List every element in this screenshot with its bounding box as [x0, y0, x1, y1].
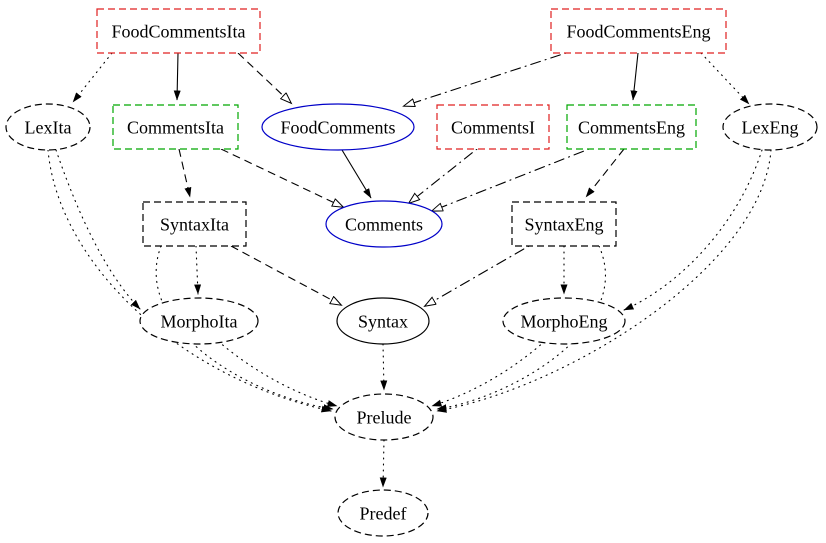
edge-foodcommentsita-to-commentsita — [173, 52, 181, 101]
node-syntaxeng: SyntaxEng — [511, 201, 617, 247]
edge-lexita-to-prelude — [47, 149, 332, 413]
edge-commentsi-to-comments — [409, 148, 478, 203]
edge-commentseng-to-syntaxeng — [585, 148, 625, 198]
predef-label: Predef — [360, 503, 407, 523]
edge-syntaxita-to-prelude — [155, 245, 334, 412]
node-syntaxita: SyntaxIta — [142, 201, 247, 247]
commentsita-label: CommentsIta — [127, 117, 224, 137]
commentsi-box — [436, 104, 550, 150]
syntaxita-box — [142, 201, 247, 247]
node-syntax: Syntax — [336, 297, 430, 345]
lexita-ellipse — [5, 103, 91, 151]
predef-ellipse — [337, 489, 429, 537]
node-comments: Comments — [325, 200, 443, 248]
edge-foodcommentsita-to-lexita — [72, 52, 113, 103]
edge-lexita-to-morphoita — [55, 149, 141, 310]
morphoeng-ellipse — [502, 297, 626, 345]
comments-label: Comments — [345, 214, 423, 234]
node-prelude: Prelude — [334, 393, 434, 441]
edge-commentsita-to-comments — [220, 148, 343, 207]
foodcomments-label: FoodComments — [280, 117, 395, 137]
prelude-label: Prelude — [357, 407, 412, 427]
node-predef: Predef — [337, 489, 429, 537]
edge-prelude-to-predef — [379, 439, 387, 488]
node-commentsita: CommentsIta — [112, 104, 239, 150]
lexita-label: LexIta — [25, 117, 72, 137]
syntaxeng-box — [511, 201, 617, 247]
edge-syntaxeng-to-syntax — [425, 245, 530, 306]
node-foodcommentsita: FoodCommentsIta — [96, 8, 261, 54]
node-commentsi: CommentsI — [436, 104, 550, 150]
commentseng-box — [566, 104, 697, 150]
comments-ellipse — [325, 200, 443, 248]
commentseng-label: CommentsEng — [578, 117, 685, 137]
morphoita-ellipse — [139, 297, 259, 345]
edge-foodcomments-to-comments — [341, 149, 372, 199]
foodcommentsita-box — [96, 8, 261, 54]
commentsi-label: CommentsI — [451, 117, 535, 137]
foodcommentseng-box — [550, 8, 727, 54]
edge-morphoita-to-prelude — [217, 340, 338, 407]
foodcommentseng-label: FoodCommentsEng — [566, 21, 710, 41]
edge-lexeng-to-morphoeng — [623, 149, 763, 311]
edge-syntaxita-to-syntax — [230, 245, 341, 305]
node-foodcomments: FoodComments — [261, 103, 415, 151]
node-lexeng: LexEng — [722, 103, 818, 151]
syntax-label: Syntax — [358, 311, 408, 331]
foodcomments-ellipse — [261, 103, 415, 151]
syntaxita-label: SyntaxIta — [160, 214, 229, 234]
node-foodcommentseng: FoodCommentsEng — [550, 8, 727, 54]
morphoeng-label: MorphoEng — [521, 311, 608, 331]
edge-foodcommentseng-to-lexeng — [700, 52, 750, 105]
node-morphoeng: MorphoEng — [502, 297, 626, 345]
lexeng-ellipse — [722, 103, 818, 151]
node-morphoita: MorphoIta — [139, 297, 259, 345]
edge-syntax-to-prelude — [380, 343, 388, 391]
node-commentseng: CommentsEng — [566, 104, 697, 150]
edge-foodcommentseng-to-commentseng — [630, 52, 639, 101]
edge-morphoeng-to-prelude — [431, 340, 546, 407]
edge-foodcommentsita-to-foodcomments — [237, 52, 291, 103]
lexeng-label: LexEng — [742, 117, 799, 137]
edge-syntaxeng-to-prelude — [436, 245, 606, 412]
edge-lexeng-to-prelude — [436, 149, 772, 413]
syntaxeng-label: SyntaxEng — [525, 214, 604, 234]
edge-syntaxita-to-morphoita — [194, 245, 202, 295]
commentsita-box — [112, 104, 239, 150]
morphoita-label: MorphoIta — [161, 311, 238, 331]
node-lexita: LexIta — [5, 103, 91, 151]
foodcommentsita-label: FoodCommentsIta — [112, 21, 246, 41]
edge-commentsita-to-syntaxita — [178, 148, 192, 198]
edge-commentseng-to-comments — [432, 148, 590, 211]
syntax-ellipse — [336, 297, 430, 345]
edge-foodcommentseng-to-foodcomments — [404, 52, 567, 106]
prelude-ellipse — [334, 393, 434, 441]
